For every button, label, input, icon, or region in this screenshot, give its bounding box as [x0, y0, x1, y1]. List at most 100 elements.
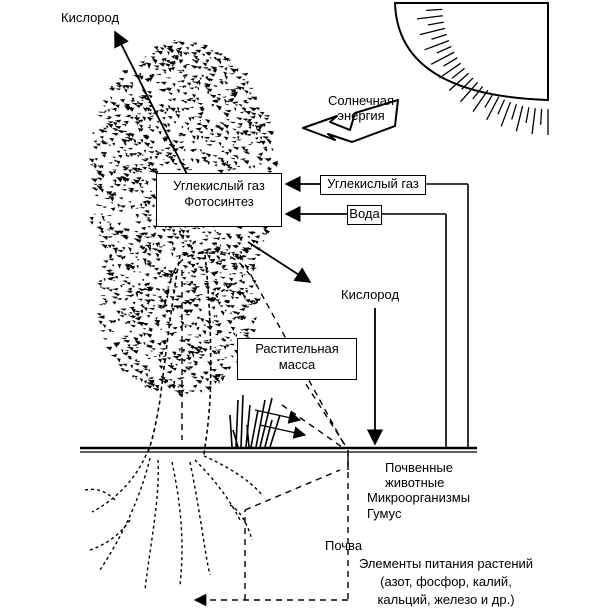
leaf-speck	[234, 312, 241, 316]
leaf-speck	[127, 287, 133, 291]
leaf-speck	[167, 104, 170, 110]
leaf-speck	[161, 340, 167, 345]
leaf-speck	[122, 340, 128, 342]
leaf-speck	[175, 110, 178, 114]
leaf-speck	[102, 338, 107, 340]
leaf-speck	[134, 378, 139, 380]
leaf-speck	[230, 141, 237, 143]
sun-ray	[500, 101, 512, 127]
leaf-speck	[210, 128, 214, 133]
leaf-speck	[176, 306, 179, 310]
leaf-speck	[161, 228, 166, 233]
leaf-speck	[213, 52, 219, 55]
leaf-speck	[101, 215, 105, 220]
leaf-speck	[241, 87, 245, 91]
leaf-speck	[202, 340, 210, 342]
leaf-speck	[180, 43, 185, 45]
leaf-speck	[145, 62, 152, 68]
leaf-speck	[104, 236, 108, 240]
leaf-speck	[227, 100, 234, 102]
leaf-speck	[156, 120, 160, 124]
leaf-speck	[123, 172, 129, 178]
leaf-speck	[203, 281, 209, 283]
leaf-speck	[119, 205, 126, 208]
leaf-speck	[186, 82, 192, 86]
leaf-speck	[222, 284, 226, 287]
leaf-speck	[229, 157, 236, 160]
leaf-speck	[186, 283, 192, 286]
leaf-speck	[155, 252, 160, 258]
leaf-speck	[248, 126, 252, 129]
leaf-speck	[232, 90, 238, 96]
leaf-speck	[221, 310, 225, 316]
leaf-speck	[208, 133, 215, 136]
leaf-speck	[169, 158, 175, 164]
leaf-speck	[196, 326, 200, 331]
leaf-speck	[253, 317, 257, 321]
leaf-speck	[151, 339, 155, 344]
leaf-speck	[229, 258, 232, 260]
leaf-speck	[128, 346, 134, 351]
leaf-speck	[156, 73, 162, 76]
leaf-speck	[244, 111, 252, 115]
leaf-speck	[124, 322, 128, 325]
sun-ray	[430, 51, 455, 65]
leaf-speck	[220, 375, 226, 378]
leaf-box-line1: Углекислый газ	[173, 178, 265, 193]
leaf-speck	[152, 225, 157, 230]
leaf-speck	[195, 296, 199, 298]
leaf-speck	[271, 162, 279, 167]
leaf-speck	[165, 295, 169, 299]
leaf-speck	[156, 249, 163, 254]
leaf-speck	[232, 155, 239, 158]
leaf-speck	[120, 337, 127, 340]
leaf-speck	[200, 135, 204, 139]
leaf-speck	[258, 163, 263, 165]
leaf-speck	[172, 247, 176, 252]
leaf-speck	[119, 285, 123, 288]
leaf-speck	[108, 144, 111, 147]
leaf-speck	[241, 308, 245, 312]
leaf-speck	[206, 92, 210, 95]
leaf-speck	[239, 132, 245, 136]
leaf-speck	[233, 107, 237, 111]
leaf-speck	[206, 254, 211, 260]
leaf-speck	[129, 265, 136, 270]
leaf-speck	[107, 276, 114, 281]
leaf-speck	[225, 243, 232, 250]
leaf-speck	[211, 321, 214, 324]
leaf-speck	[217, 126, 224, 132]
leaf-speck	[108, 87, 116, 91]
leaf-speck	[185, 229, 190, 234]
leaf-speck	[190, 270, 197, 274]
leaf-speck	[218, 141, 222, 147]
sun-ray	[448, 72, 470, 92]
leaf-speck	[181, 271, 185, 274]
leaf-speck	[106, 273, 112, 276]
leaf-speck	[178, 134, 181, 137]
leaf-speck	[229, 304, 235, 309]
leaf-speck	[245, 299, 251, 303]
leaf-speck	[219, 359, 225, 361]
leaf-speck	[136, 265, 139, 269]
leaf-speck	[102, 143, 108, 145]
sun-ray	[416, 15, 443, 20]
leaf-speck	[115, 104, 120, 109]
leaf-speck	[155, 152, 160, 156]
leaf-speck	[116, 129, 123, 133]
leaf-speck	[266, 170, 273, 173]
leaf-speck	[205, 127, 208, 130]
leaf-speck	[124, 69, 129, 74]
leaf-speck	[230, 88, 234, 94]
leaf-speck	[154, 155, 158, 160]
leaf-speck	[151, 52, 156, 55]
leaf-speck	[180, 229, 186, 234]
leaf-speck	[232, 88, 236, 93]
leaf-speck	[226, 160, 229, 164]
leaf-speck	[207, 248, 212, 251]
leaf-speck	[250, 239, 256, 244]
leaf-speck	[224, 336, 231, 339]
leaf-speck	[138, 334, 144, 338]
leaf-speck	[235, 131, 240, 136]
leaf-speck	[266, 167, 272, 171]
